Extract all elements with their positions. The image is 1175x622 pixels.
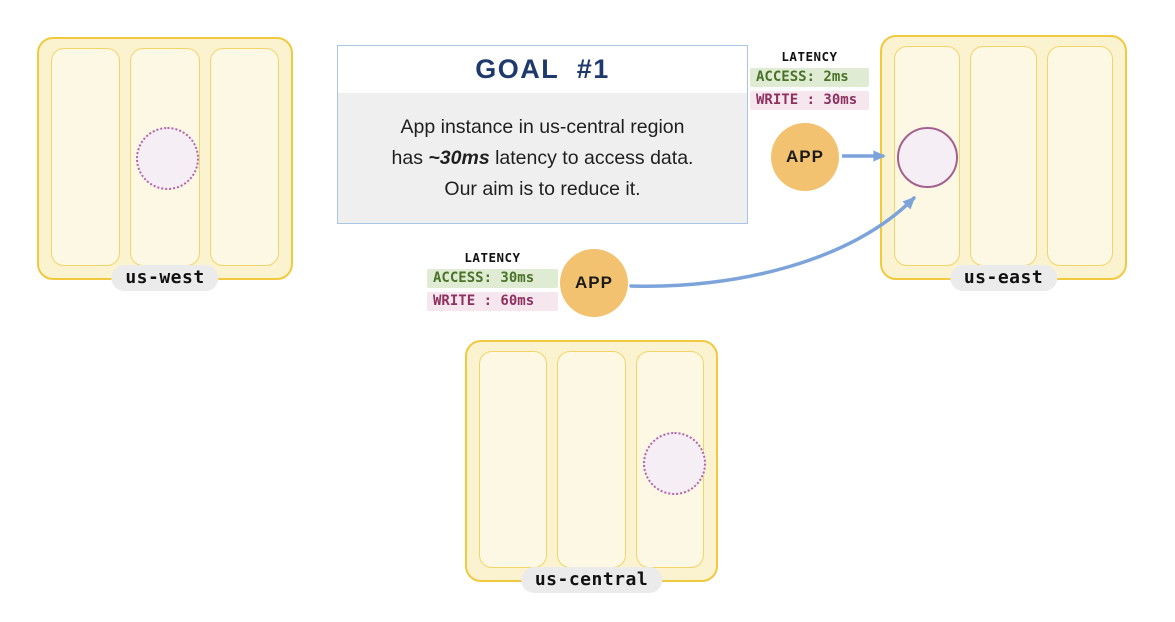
goal-line-2-prefix: has [391, 146, 429, 169]
goal-line-2-emphasis: ~30ms [428, 146, 490, 169]
latency-block-east: LATENCY ACCESS: 2ms WRITE : 30ms [750, 49, 869, 110]
goal-line-2: has ~30ms latency to access data. [392, 143, 694, 174]
latency-write-badge-central: WRITE : 60ms [427, 292, 558, 311]
app-instance-east: APP [771, 123, 839, 191]
goal-box: GOAL #1 App instance in us-central regio… [337, 45, 748, 224]
data-replica-circle-us-central [643, 432, 706, 495]
goal-line-3: Our aim is to reduce it. [444, 177, 641, 200]
region-us-west: us-west [37, 37, 293, 291]
data-replica-circle-us-west [136, 127, 199, 190]
region-us-east: us-east [880, 35, 1127, 291]
latency-write-badge-east: WRITE : 30ms [750, 91, 869, 110]
zones-us-west [51, 48, 279, 266]
region-us-central: us-central [465, 340, 718, 593]
region-label-us-central: us-central [520, 567, 663, 593]
zones-us-central [479, 351, 704, 568]
app-instance-central: APP [560, 249, 628, 317]
latency-access-badge-central: ACCESS: 30ms [427, 269, 558, 288]
zone-us-east-3 [1046, 46, 1113, 266]
goal-body: App instance in us-central region has ~3… [338, 93, 747, 223]
latency-title-east: LATENCY [781, 49, 838, 64]
zone-us-east-2 [970, 46, 1037, 266]
zone-us-west-3 [209, 48, 279, 266]
latency-access-badge-east: ACCESS: 2ms [750, 68, 869, 87]
zone-us-central-1 [479, 351, 548, 568]
latency-title-central: LATENCY [464, 250, 521, 265]
data-primary-circle-us-east [897, 127, 958, 188]
region-label-us-west: us-west [111, 265, 219, 291]
goal-line-2-suffix: latency to access data. [489, 146, 694, 169]
goal-title: GOAL #1 [475, 54, 610, 84]
zone-us-central-2 [557, 351, 626, 568]
goal-line-1: App instance in us-central region [400, 115, 685, 138]
region-label-us-east: us-east [949, 265, 1058, 291]
latency-block-central: LATENCY ACCESS: 30ms WRITE : 60ms [427, 250, 558, 311]
zone-us-west-1 [51, 48, 121, 266]
